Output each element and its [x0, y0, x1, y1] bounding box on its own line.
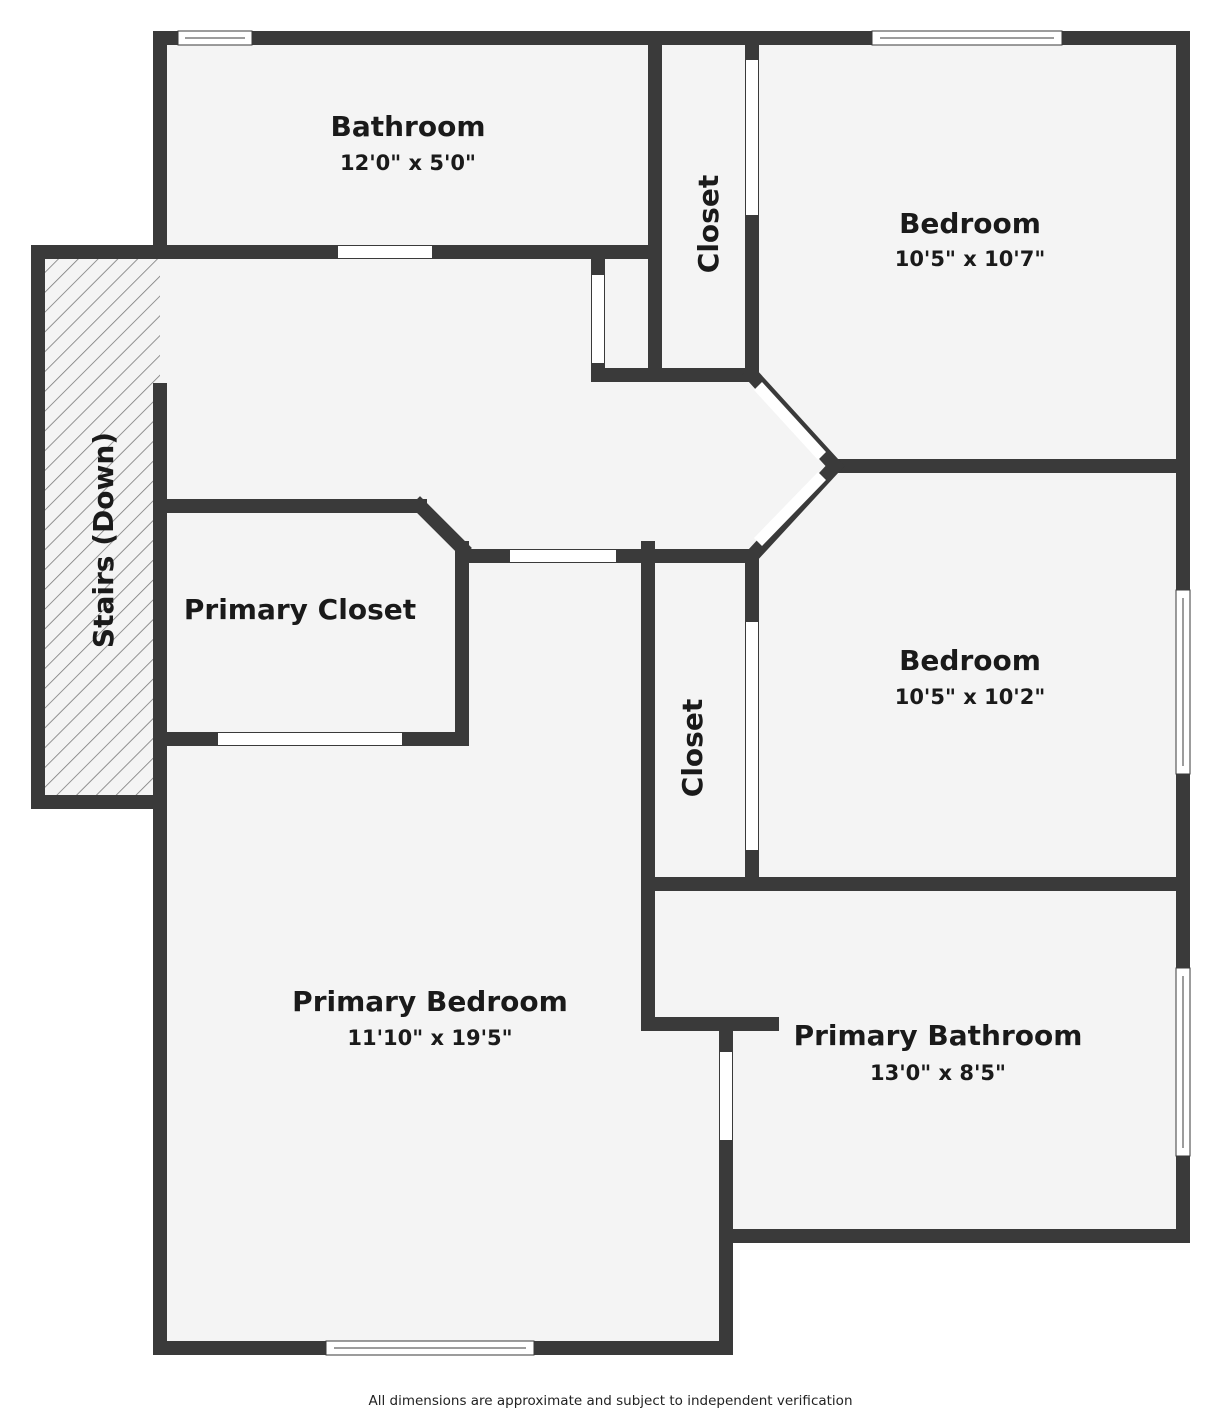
bedroom-2-label: Bedroom — [899, 644, 1041, 677]
primary-bathroom-label: Primary Bathroom — [794, 1019, 1083, 1052]
door-primary-closet — [218, 733, 402, 745]
closet-top-label: Closet — [692, 175, 725, 273]
floor-areas — [38, 38, 1183, 1348]
bathroom-dims: 12'0" x 5'0" — [340, 151, 476, 175]
door-alcove — [592, 275, 604, 363]
bedroom-2-dims: 10'5" x 10'2" — [895, 685, 1046, 709]
door-closet-top — [746, 60, 758, 215]
closet-mid-label: Closet — [676, 699, 709, 797]
bedroom-1-label: Bedroom — [899, 207, 1041, 240]
door-primary-bath — [720, 1052, 732, 1140]
openings — [177, 30, 1191, 1356]
primary-bedroom-dims: 11'10" x 19'5" — [347, 1026, 512, 1050]
primary-bathroom-dims: 13'0" x 8'5" — [870, 1061, 1006, 1085]
bedroom-1-dims: 10'5" x 10'7" — [895, 247, 1046, 271]
main-floor-area — [160, 38, 1183, 1348]
door-primary-bedroom — [510, 550, 616, 562]
door-closet-mid — [746, 622, 758, 850]
stairs-area — [38, 252, 160, 802]
bathroom-label: Bathroom — [330, 110, 485, 143]
stairs-label: Stairs (Down) — [87, 432, 120, 648]
primary-bedroom-label: Primary Bedroom — [292, 985, 568, 1018]
room-labels: Bathroom 12'0" x 5'0" Bedroom 10'5" x 10… — [87, 110, 1082, 1085]
door-bathroom — [338, 246, 432, 258]
disclaimer-text: All dimensions are approximate and subje… — [368, 1393, 853, 1409]
door-bedroom-2 — [754, 472, 826, 546]
primary-closet-label: Primary Closet — [184, 593, 416, 626]
door-bedroom-1 — [754, 382, 826, 460]
